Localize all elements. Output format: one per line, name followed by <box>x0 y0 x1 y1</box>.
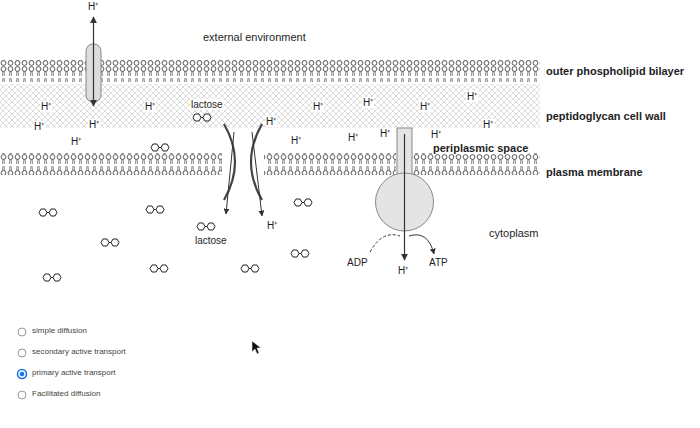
ion-label: H⁺ <box>33 121 45 132</box>
mouse-cursor <box>252 341 261 354</box>
ion-label: H⁺ <box>88 119 100 130</box>
ion-label: H⁺ <box>265 116 277 127</box>
plasma-membrane-bilayer <box>264 153 396 175</box>
ion-label: H⁺ <box>347 132 359 143</box>
ion-label: H⁺ <box>482 119 494 130</box>
ion-label: H⁺ <box>40 101 52 112</box>
outer-bilayer <box>101 60 540 82</box>
pump-proton-arrow <box>404 134 405 260</box>
peptidoglycan-band <box>0 84 540 128</box>
lactose-molecules <box>39 114 312 281</box>
region-label: cytoplasm <box>488 227 540 239</box>
option-label: simple diffusion <box>31 327 88 336</box>
layer-label: plasma membrane <box>545 166 644 178</box>
proton-arrow <box>252 132 262 216</box>
adp-dashed-arrow <box>370 235 400 252</box>
region-label: external environment <box>202 31 307 43</box>
radio-buttons <box>18 328 27 399</box>
layer-label: outer phospholipid bilayer <box>545 65 685 77</box>
ion-label: H⁺ <box>397 265 409 276</box>
ion-label: H⁺ <box>144 101 156 112</box>
lactose-arrow <box>226 132 234 214</box>
option-label: primary active transport <box>31 369 117 378</box>
plasma-membrane-bilayer <box>0 153 222 175</box>
plasma-membrane-bilayer <box>412 153 540 175</box>
option-label: Facilitated diffusion <box>31 390 101 399</box>
outer-bilayer <box>0 60 86 82</box>
molecule-label: lactose <box>194 235 228 246</box>
molecule-label: lactose <box>190 99 224 110</box>
molecule-label: ADP <box>346 257 369 268</box>
ion-label: H⁺ <box>466 91 478 102</box>
layer-label: periplasmic space <box>432 142 529 154</box>
ion-label: H⁺ <box>419 101 431 112</box>
ion-label: H⁺ <box>312 101 324 112</box>
option-label: secondary active transport <box>31 348 127 357</box>
ion-label: H⁺ <box>362 97 374 108</box>
ion-label: H⁺ <box>379 128 391 139</box>
molecule-label: ATP <box>428 257 449 268</box>
ion-label: H⁺ <box>290 135 302 146</box>
ion-label: H⁺ <box>430 129 442 140</box>
channel-arrow <box>93 17 94 106</box>
ion-label: H⁺ <box>70 136 82 147</box>
ion-label: H⁺ <box>87 1 99 12</box>
layer-label: peptidoglycan cell wall <box>545 110 667 122</box>
ion-label: H⁺ <box>266 220 278 231</box>
atp-arrow <box>409 235 434 254</box>
